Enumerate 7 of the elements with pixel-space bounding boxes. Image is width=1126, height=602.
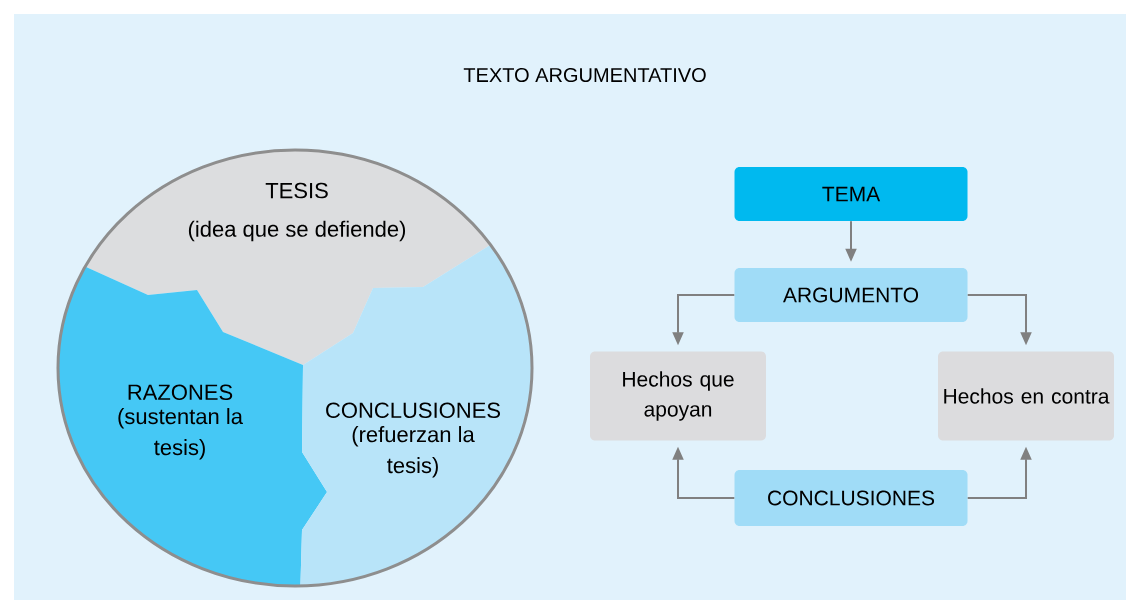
title: TEXTO ARGUMENTATIVO [463,67,706,83]
process-box: Hechos que apoyan [590,351,766,441]
process-box: Hechos en contra [938,351,1114,441]
process-box: CONCLUSIONES [734,470,968,526]
circle-segment: RAZONES (sustentan la tesis) [58,250,327,586]
process-box: TEMA [734,167,968,221]
process-box: ARGUMENTO [734,268,968,322]
